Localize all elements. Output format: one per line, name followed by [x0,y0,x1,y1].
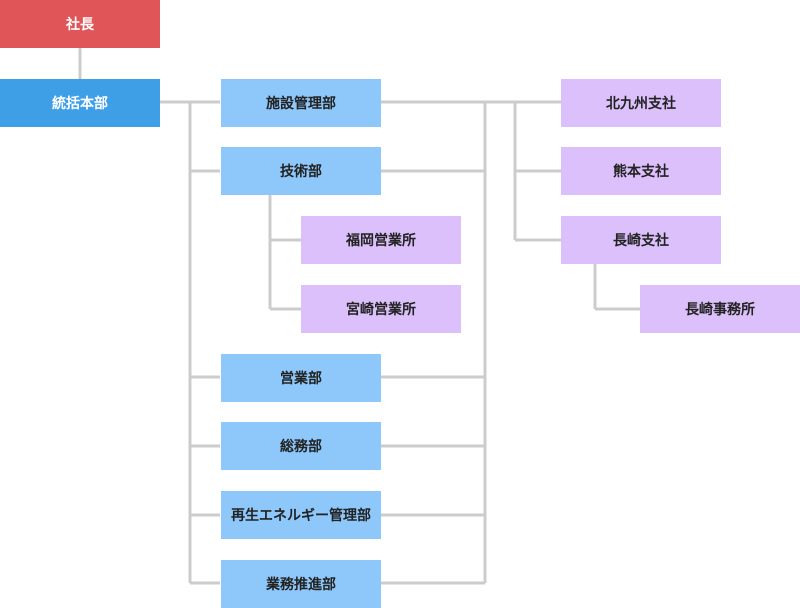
node-dept-renewable-energy: 再生エネルギー管理部 [221,491,381,539]
node-ceo: 社長 [0,0,160,48]
node-office-miyazaki: 宮崎営業所 [301,285,461,333]
node-dept-technical: 技術部 [221,147,381,195]
node-branch-kitakyushu: 北九州支社 [561,79,721,127]
node-dept-facility: 施設管理部 [221,79,381,127]
node-hq: 統括本部 [0,79,160,127]
node-branch-nagasaki: 長崎支社 [561,216,721,264]
node-dept-business-promotion: 業務推進部 [221,560,381,608]
node-office-nagasaki: 長崎事務所 [640,285,800,333]
node-branch-kumamoto: 熊本支社 [561,147,721,195]
node-dept-general-affairs: 総務部 [221,422,381,470]
node-office-fukuoka: 福岡営業所 [301,216,461,264]
node-dept-sales: 営業部 [221,354,381,402]
